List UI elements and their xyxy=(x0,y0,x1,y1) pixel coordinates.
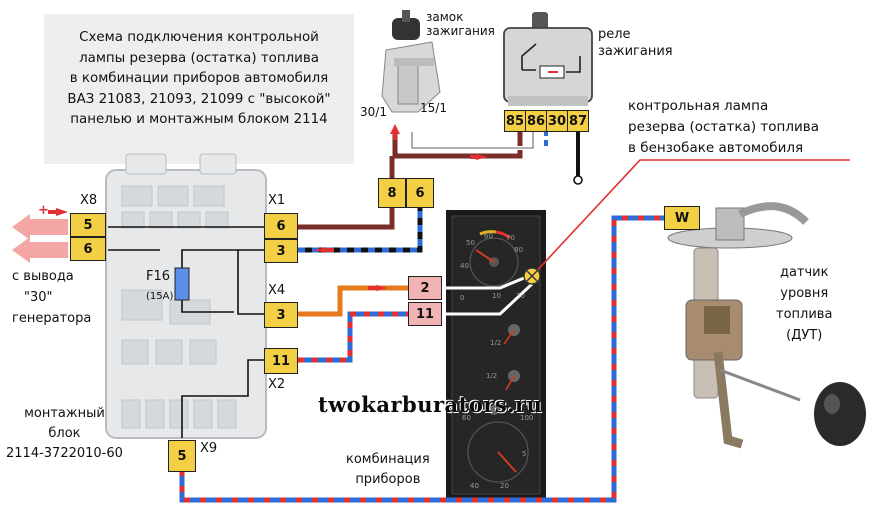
relay-pin: 85 xyxy=(504,110,526,132)
svg-text:60: 60 xyxy=(462,414,471,422)
x4-pin-3: 3 xyxy=(264,302,298,328)
title-line: ВАЗ 21083, 21093, 21099 с "высокой" xyxy=(67,91,331,107)
ground-icon xyxy=(573,175,583,185)
label-line: комбинация xyxy=(346,452,430,467)
label-line: (ДУТ) xyxy=(786,328,823,343)
fuel-sensor xyxy=(667,202,866,449)
fuse-f16 xyxy=(174,267,190,301)
svg-text:40: 40 xyxy=(460,262,469,270)
title-line: в комбинации приборов автомобиля xyxy=(69,71,329,87)
sensor-pin-w: W xyxy=(664,206,700,230)
fuse-label: F16 xyxy=(146,269,171,284)
label-line: приборов xyxy=(355,472,421,487)
x2-label: X2 xyxy=(268,377,286,392)
generator-arrow-icon xyxy=(12,214,68,263)
label-line: резерва (остатка) топлива xyxy=(628,119,819,135)
ignition-lock-label: замок зажигания xyxy=(426,10,495,38)
x1-label: X1 xyxy=(268,193,286,208)
svg-text:100: 100 xyxy=(520,414,533,422)
title-line: панелью и монтажным блоком 2114 xyxy=(70,112,328,128)
label-line: зажигания xyxy=(598,44,673,59)
generator-label: с вывода "30" генератора xyxy=(12,266,91,329)
x1-pin-3: 3 xyxy=(264,239,298,263)
svg-text:60: 60 xyxy=(484,232,493,240)
x9-pin-5: 5 xyxy=(168,440,196,472)
svg-text:10: 10 xyxy=(492,292,501,300)
ignition-relay xyxy=(503,12,593,106)
title-box: Схема подключения контрольной лампы резе… xyxy=(44,14,354,164)
label-line: 2114-3722010-60 xyxy=(6,446,123,461)
relay-pin: 87 xyxy=(567,110,589,132)
x8-pin-5: 5 xyxy=(70,213,106,237)
label-line: датчик xyxy=(779,265,829,280)
relay-pin: 86 xyxy=(525,110,547,132)
svg-text:20: 20 xyxy=(500,482,509,490)
label-line: "30" xyxy=(24,290,53,305)
connector-pin-6: 6 xyxy=(406,178,434,208)
label-line: блок xyxy=(48,426,81,441)
relay-pin: 30 xyxy=(546,110,568,132)
watermark: twokarburators.ru xyxy=(318,392,543,417)
mount-block-label: монтажный блок 2114-3722010-60 xyxy=(6,404,123,464)
plus-sign: + xyxy=(38,203,49,218)
x8-pin-6: 6 xyxy=(70,237,106,261)
svg-text:1/2: 1/2 xyxy=(486,372,497,380)
sensor-label: датчик уровня топлива (ДУТ) xyxy=(776,262,832,346)
svg-text:1/2: 1/2 xyxy=(490,339,501,347)
warning-lamp-icon xyxy=(523,267,541,285)
lamp-label: контрольная лампа резерва (остатка) топл… xyxy=(628,96,819,159)
svg-text:70: 70 xyxy=(506,234,515,242)
x2-pin-11: 11 xyxy=(264,348,298,374)
label-line: топлива xyxy=(776,307,833,322)
svg-text:50: 50 xyxy=(466,239,475,247)
fuse-rating: (15A) xyxy=(146,291,174,302)
svg-text:0: 0 xyxy=(460,294,464,302)
x8-label: X8 xyxy=(80,193,98,208)
label-line: реле xyxy=(598,27,631,42)
wires xyxy=(108,130,850,503)
label-line: контрольная лампа xyxy=(628,98,769,114)
relay-label: реле зажигания xyxy=(598,26,673,60)
cluster-pin-2: 2 xyxy=(408,276,442,300)
ignition-lock xyxy=(381,10,441,113)
arrow-icon xyxy=(48,124,488,291)
svg-text:40: 40 xyxy=(470,482,479,490)
x4-label: X4 xyxy=(268,283,286,298)
label-line: монтажный xyxy=(24,406,105,421)
label-line: зажигания xyxy=(426,24,495,38)
label-line: генератора xyxy=(12,311,92,326)
title-line: Схема подключения контрольной xyxy=(79,30,319,45)
label-line: уровня xyxy=(780,286,829,301)
title-line: лампы резерва (остатка) топлива xyxy=(79,50,319,66)
x9-label: X9 xyxy=(200,441,218,456)
pin-15-1-label: 15/1 xyxy=(420,101,447,115)
cluster-pin-11: 11 xyxy=(408,302,442,326)
pin-30-1-label: 30/1 xyxy=(360,105,387,119)
label-line: с вывода xyxy=(12,269,74,284)
svg-text:5: 5 xyxy=(522,450,526,458)
cluster-label: комбинация приборов xyxy=(346,450,430,490)
x1-pin-6: 6 xyxy=(264,213,298,239)
label-line: замок xyxy=(426,10,464,24)
label-line: в бензобаке автомобиля xyxy=(628,140,804,156)
svg-text:80: 80 xyxy=(514,246,523,254)
connector-pin-8: 8 xyxy=(378,178,406,208)
